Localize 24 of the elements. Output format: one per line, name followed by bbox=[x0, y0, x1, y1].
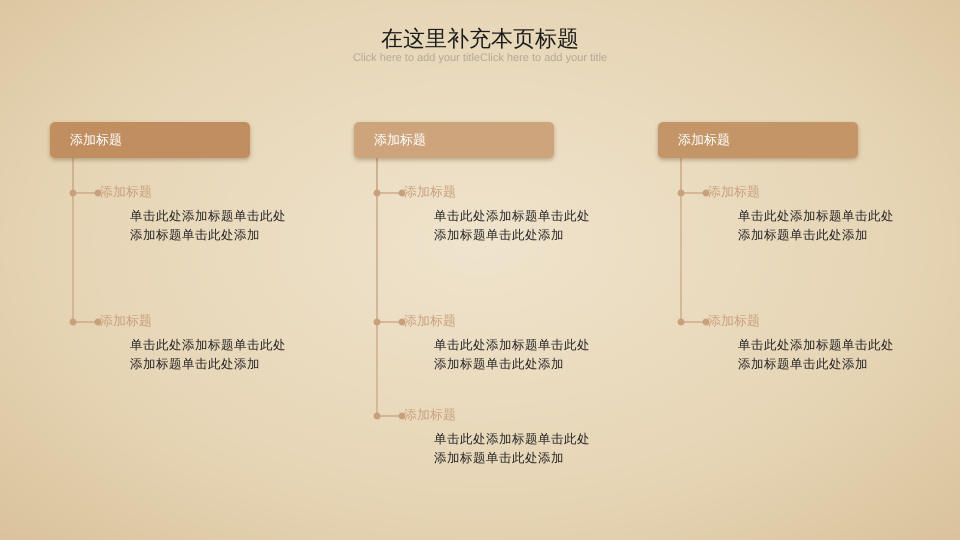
item-heading: 添加标题 bbox=[708, 313, 761, 331]
item-description: 单击此处添加标题单击此处添加标题单击此处添加 bbox=[130, 336, 287, 373]
item-description: 单击此处添加标题单击此处添加标题单击此处添加 bbox=[738, 207, 895, 244]
item-heading: 添加标题 bbox=[708, 184, 761, 202]
item-description: 单击此处添加标题单击此处添加标题单击此处添加 bbox=[434, 336, 591, 373]
connector-line bbox=[678, 158, 710, 326]
connector-line bbox=[374, 158, 406, 420]
item-heading: 添加标题 bbox=[100, 184, 153, 202]
item-heading: 添加标题 bbox=[404, 313, 457, 331]
header-bar bbox=[50, 122, 250, 158]
connector-line bbox=[70, 158, 102, 326]
page-title: 在这里补充本页标题 bbox=[380, 26, 580, 53]
item-heading: 添加标题 bbox=[100, 313, 153, 331]
item-description: 单击此处添加标题单击此处添加标题单击此处添加 bbox=[130, 207, 287, 244]
header-text: 添加标题 bbox=[70, 132, 122, 149]
header-text: 添加标题 bbox=[678, 132, 730, 149]
header-bar bbox=[354, 122, 554, 158]
item-description: 单击此处添加标题单击此处添加标题单击此处添加 bbox=[434, 207, 591, 244]
header-text: 添加标题 bbox=[374, 132, 426, 149]
item-description: 单击此处添加标题单击此处添加标题单击此处添加 bbox=[434, 430, 591, 467]
item-description: 单击此处添加标题单击此处添加标题单击此处添加 bbox=[738, 336, 895, 373]
item-heading: 添加标题 bbox=[404, 407, 457, 425]
item-heading: 添加标题 bbox=[404, 184, 457, 202]
header-bar bbox=[658, 122, 858, 158]
